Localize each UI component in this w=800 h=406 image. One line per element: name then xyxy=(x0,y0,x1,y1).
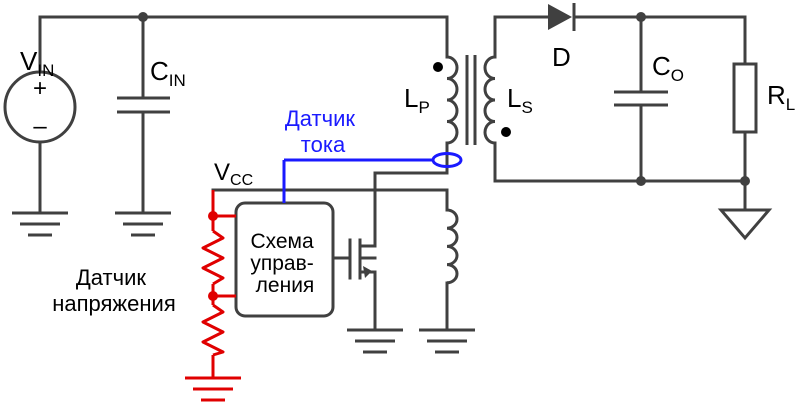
current-sense-wire xyxy=(282,152,463,203)
ls-label: LS xyxy=(507,83,533,117)
mosfet-arrow xyxy=(363,266,372,278)
co-label: CO xyxy=(652,51,684,85)
ls-dot xyxy=(501,127,511,137)
vin-plus: + xyxy=(33,75,47,102)
wires xyxy=(38,15,747,332)
lp-label: LP xyxy=(404,83,430,117)
lp-dot xyxy=(433,62,443,72)
vin-source: + – xyxy=(3,70,77,144)
junction-red-1 xyxy=(208,211,218,221)
co-capacitor xyxy=(614,90,668,107)
rl-resistor xyxy=(732,62,758,134)
voltage-sensor-label: Датчик напряжения xyxy=(52,265,176,316)
current-sensor-label: Датчик тока xyxy=(285,106,361,157)
vin-label: VIN xyxy=(20,46,54,80)
transformer xyxy=(446,55,496,145)
control-block-label: Схема управ- ления xyxy=(250,230,319,297)
diode xyxy=(548,3,576,31)
cin-capacitor xyxy=(117,96,170,114)
junction-dots xyxy=(138,12,750,186)
aux-winding xyxy=(446,208,459,285)
cin-label: CIN xyxy=(150,56,186,90)
diode-label: D xyxy=(552,42,571,72)
vin-minus: – xyxy=(33,113,47,140)
voltage-divider xyxy=(201,190,236,357)
vcc-label: VCC xyxy=(214,159,253,189)
divider-ground xyxy=(185,355,241,402)
ground-symbols xyxy=(12,208,773,354)
junction-red-2 xyxy=(208,291,218,301)
rl-label: RL xyxy=(767,80,795,114)
